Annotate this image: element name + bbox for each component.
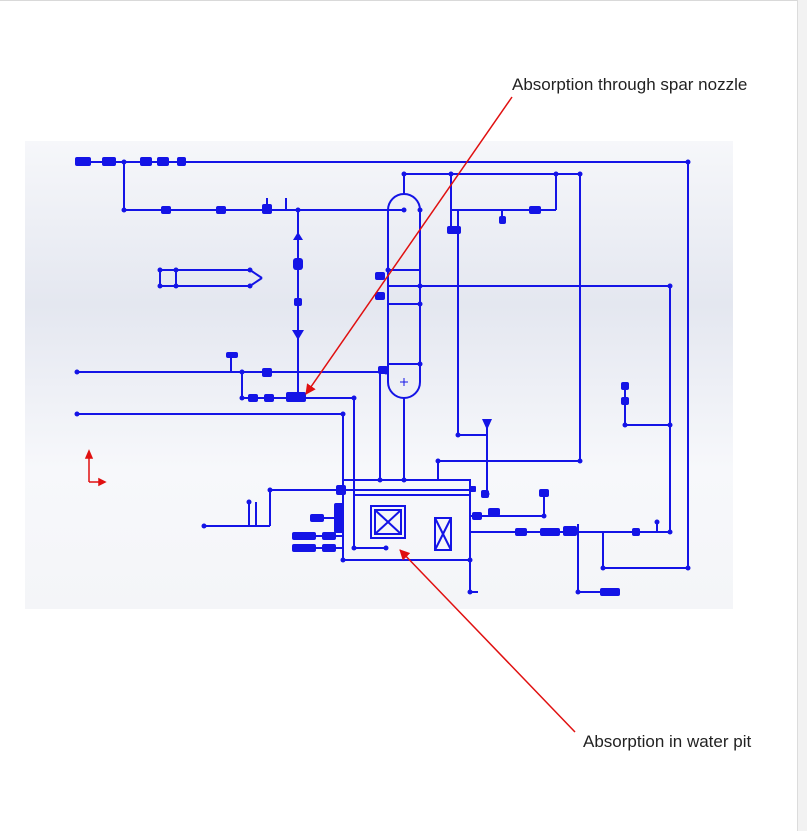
- tank-icon: [370, 505, 452, 551]
- junction-points: [74, 159, 691, 595]
- annotation-water-pit: Absorption in water pit: [583, 732, 752, 751]
- vertical-scrollbar[interactable]: [797, 0, 807, 831]
- window-top-border: [0, 0, 807, 1]
- arrow-to-spar-nozzle: [305, 96, 513, 395]
- axis-triad-icon: [84, 449, 107, 487]
- column-icon: [400, 378, 408, 386]
- arrow-to-water-pit: [399, 549, 576, 733]
- valve-icon: [75, 157, 640, 596]
- annotation-spar-nozzle: Absorption through spar nozzle: [512, 75, 748, 94]
